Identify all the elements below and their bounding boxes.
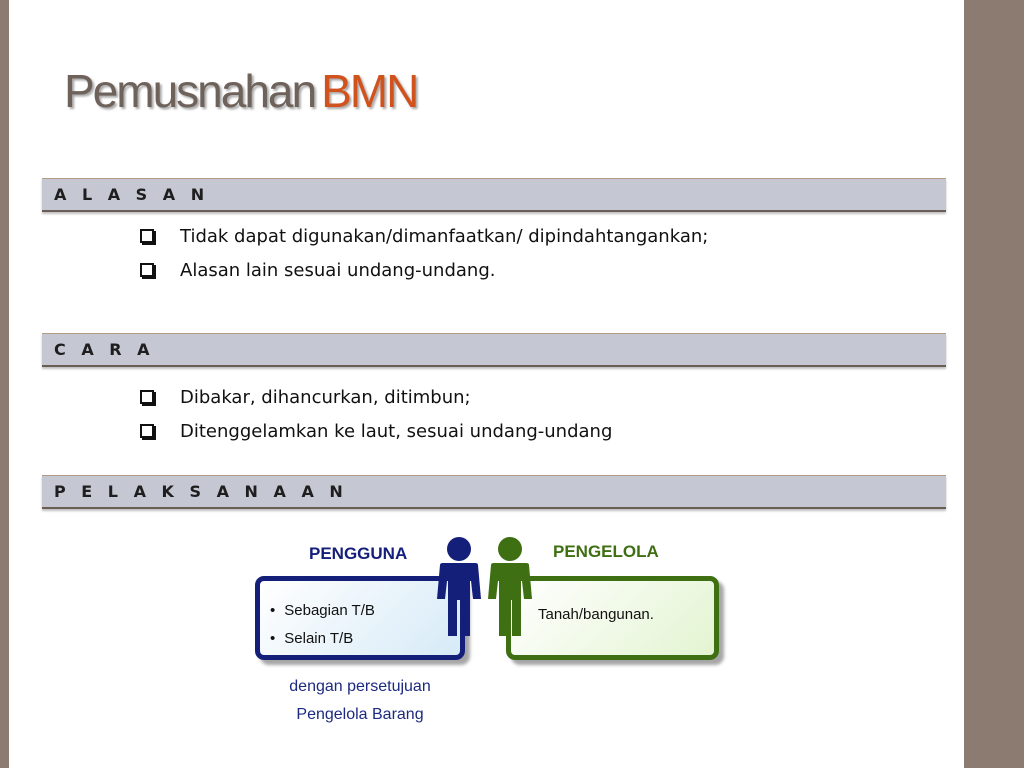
section-label-alasan: A L A S A N [54,185,210,204]
person-icon-pengguna [437,537,481,636]
pengguna-item: Selain T/B [270,625,375,653]
pengguna-box: Sebagian T/B Selain T/B [255,576,465,660]
checkbox-bullet-icon [140,263,154,277]
pengelola-text: Tanah/bangunan. [538,606,654,623]
pengelola-label: PENGELOLA [553,542,659,561]
section-header-cara: C A R A [42,333,946,367]
list-item: Tidak dapat digunakan/dimanfaatkan/ dipi… [140,220,708,254]
pengguna-label: PENGGUNA [309,544,408,563]
pengguna-item: Sebagian T/B [270,597,375,625]
checkbox-bullet-icon [140,390,154,404]
list-item: Alasan lain sesuai undang-undang. [140,254,708,288]
section-header-alasan: A L A S A N [42,178,946,212]
list-item: Dibakar, dihancurkan, ditimbun; [140,381,612,415]
section-header-pelaksanaan: P E L A K S A N A A N [42,475,946,509]
right-side-bar [964,0,1024,768]
title-part-pemusnahan: Pemusnahan [64,65,317,117]
list-item: Ditenggelamkan ke laut, sesuai undang-un… [140,415,612,449]
pengelola-box: Tanah/bangunan. [506,576,719,660]
person-icon-pengelola [488,537,532,636]
cara-list: Dibakar, dihancurkan, ditimbun; Ditengge… [140,381,612,449]
pengguna-note-line1: dengan persetujuan [289,678,431,695]
list-item-text: Dibakar, dihancurkan, ditimbun; [180,387,471,408]
left-side-bar [0,0,9,768]
section-label-cara: C A R A [54,340,155,359]
list-item-text: Ditenggelamkan ke laut, sesuai undang-un… [180,421,613,442]
section-label-pelaksanaan: P E L A K S A N A A N [54,482,348,501]
alasan-list: Tidak dapat digunakan/dimanfaatkan/ dipi… [140,220,708,288]
pengguna-note-line2: Pengelola Barang [296,706,424,723]
title-part-bmn: BMN [321,65,419,117]
checkbox-bullet-icon [140,229,154,243]
checkbox-bullet-icon [140,424,154,438]
list-item-text: Alasan lain sesuai undang-undang. [180,260,496,281]
list-item-text: Tidak dapat digunakan/dimanfaatkan/ dipi… [180,226,709,247]
